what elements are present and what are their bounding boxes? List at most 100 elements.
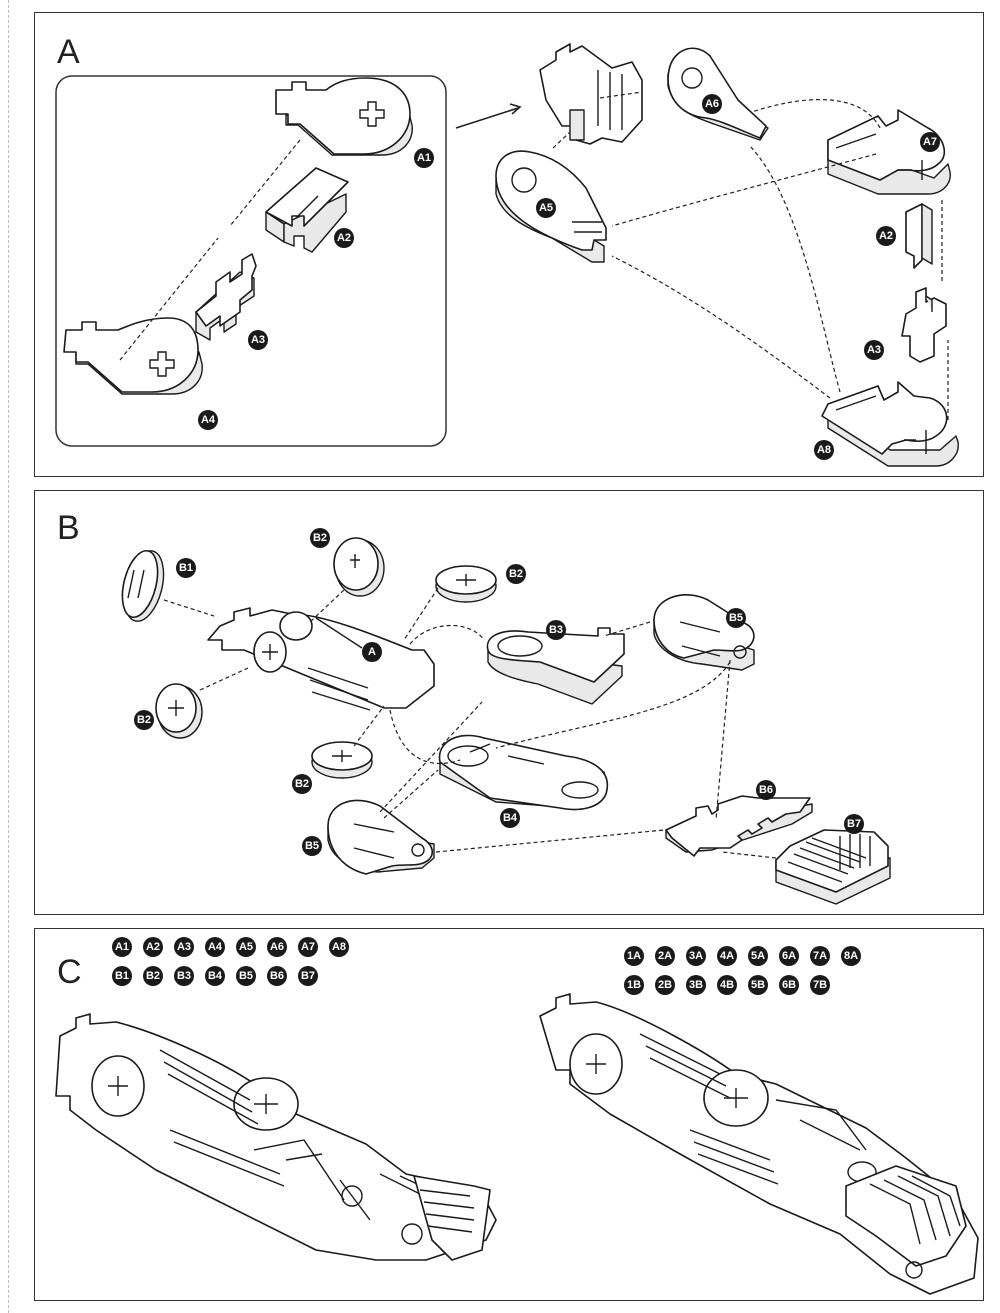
svg-text:1B: 1B [627, 979, 641, 991]
legend-right-badge-7b: 7B [810, 975, 830, 995]
badge-b2-top: B2 [310, 528, 330, 548]
legend-left-badge-a8: A8 [329, 937, 349, 957]
assembled-arm-right [539, 993, 979, 1295]
svg-text:B7: B7 [301, 970, 315, 982]
badge-b7: B7 [844, 814, 864, 834]
legend-right-badge-4a: 4A [717, 946, 737, 966]
part-b2-left [155, 683, 203, 739]
panel-b-letter: B [57, 509, 80, 547]
legend-left-badge-b1: B1 [112, 966, 132, 986]
part-b2-bottom [311, 741, 373, 779]
legend-right-badge-1b: 1B [624, 975, 644, 995]
legend-left-badge-a1: A1 [112, 937, 132, 957]
badge-b3: B3 [546, 620, 566, 640]
badge-b5-right: B5 [726, 608, 746, 628]
badge-b2-bottom: B2 [292, 774, 312, 794]
part-b2-top [333, 537, 385, 597]
svg-text:A6: A6 [705, 98, 719, 110]
part-b-assembly [207, 607, 435, 711]
svg-text:5B: 5B [751, 979, 765, 991]
svg-text:2A: 2A [658, 950, 672, 962]
arrow-inset-to-assembly [455, 107, 519, 129]
legend-right-badge-5a: 5A [748, 946, 768, 966]
legend-left-badge-a7: A7 [298, 937, 318, 957]
badge-b5-left: B5 [302, 836, 322, 856]
svg-text:A3: A3 [177, 941, 191, 953]
svg-text:A: A [368, 646, 376, 658]
svg-text:B4: B4 [208, 970, 223, 982]
page-margin-guide [8, 0, 9, 1313]
part-b4 [438, 734, 609, 811]
svg-text:3A: 3A [689, 950, 703, 962]
badge-b2-left: B2 [134, 710, 154, 730]
svg-text:B1: B1 [115, 970, 129, 982]
part-a-assembly [539, 43, 643, 145]
part-b2-right [435, 565, 497, 603]
badge-b4: B4 [500, 808, 520, 828]
svg-text:B2: B2 [509, 568, 523, 580]
svg-text:A2: A2 [146, 941, 160, 953]
badge-a4: A4 [198, 410, 218, 430]
svg-text:B2: B2 [313, 532, 327, 544]
svg-text:A2: A2 [337, 232, 351, 244]
svg-text:B1: B1 [179, 562, 193, 574]
svg-text:7B: 7B [813, 979, 827, 991]
part-a1 [275, 77, 413, 156]
assembled-arm-left [55, 1013, 497, 1261]
badge-a2-right: A2 [876, 226, 896, 246]
legend-left-badge-b3: B3 [174, 966, 194, 986]
svg-text:5A: 5A [751, 950, 765, 962]
svg-text:A7: A7 [301, 941, 315, 953]
badge-a5: A5 [536, 198, 556, 218]
svg-text:1A: 1A [627, 950, 641, 962]
legend-right-badge-3b: 3B [686, 975, 706, 995]
part-a4 [63, 317, 203, 395]
svg-text:A8: A8 [817, 444, 831, 456]
panel-c-letter: C [57, 953, 82, 991]
svg-text:4B: 4B [720, 979, 734, 991]
panel-a: A [34, 12, 984, 477]
svg-text:A8: A8 [332, 941, 346, 953]
part-a7 [827, 109, 951, 195]
legend-right-badge-8a: 8A [841, 946, 861, 966]
legend-left-badge-b6: B6 [267, 966, 287, 986]
svg-text:A5: A5 [239, 941, 253, 953]
legend-right-badge-7a: 7A [810, 946, 830, 966]
legend-left-badge-a2: A2 [143, 937, 163, 957]
legend-right-badge-5b: 5B [748, 975, 768, 995]
legend-left-badge-a4: A4 [205, 937, 225, 957]
svg-text:A3: A3 [251, 334, 265, 346]
svg-text:A2: A2 [879, 230, 893, 242]
part-a2 [265, 167, 349, 253]
part-a3-right [901, 287, 947, 363]
svg-text:A4: A4 [208, 941, 223, 953]
badge-assembly-a: A [362, 642, 382, 662]
legend-left-badge-a5: A5 [236, 937, 256, 957]
part-a8 [821, 381, 959, 467]
svg-text:B6: B6 [759, 784, 773, 796]
svg-text:A4: A4 [201, 414, 216, 426]
svg-text:7A: 7A [813, 950, 827, 962]
svg-text:6B: 6B [782, 979, 796, 991]
svg-text:B5: B5 [305, 840, 319, 852]
legend-right-badge-6b: 6B [779, 975, 799, 995]
badge-a8: A8 [814, 440, 834, 460]
svg-text:B7: B7 [847, 818, 861, 830]
legend-right-badge-2b: 2B [655, 975, 675, 995]
legend-left-badge-b4: B4 [205, 966, 225, 986]
svg-text:B3: B3 [549, 624, 563, 636]
panel-a-letter: A [57, 33, 80, 71]
svg-text:A1: A1 [115, 941, 129, 953]
badge-a7: A7 [920, 132, 940, 152]
svg-text:8A: 8A [844, 950, 858, 962]
badge-b6: B6 [756, 780, 776, 800]
svg-text:A5: A5 [539, 202, 553, 214]
svg-text:B5: B5 [729, 612, 743, 624]
svg-text:3B: 3B [689, 979, 703, 991]
legend-right-badge-3a: 3A [686, 946, 706, 966]
part-a3 [195, 253, 257, 341]
svg-text:A7: A7 [923, 136, 937, 148]
